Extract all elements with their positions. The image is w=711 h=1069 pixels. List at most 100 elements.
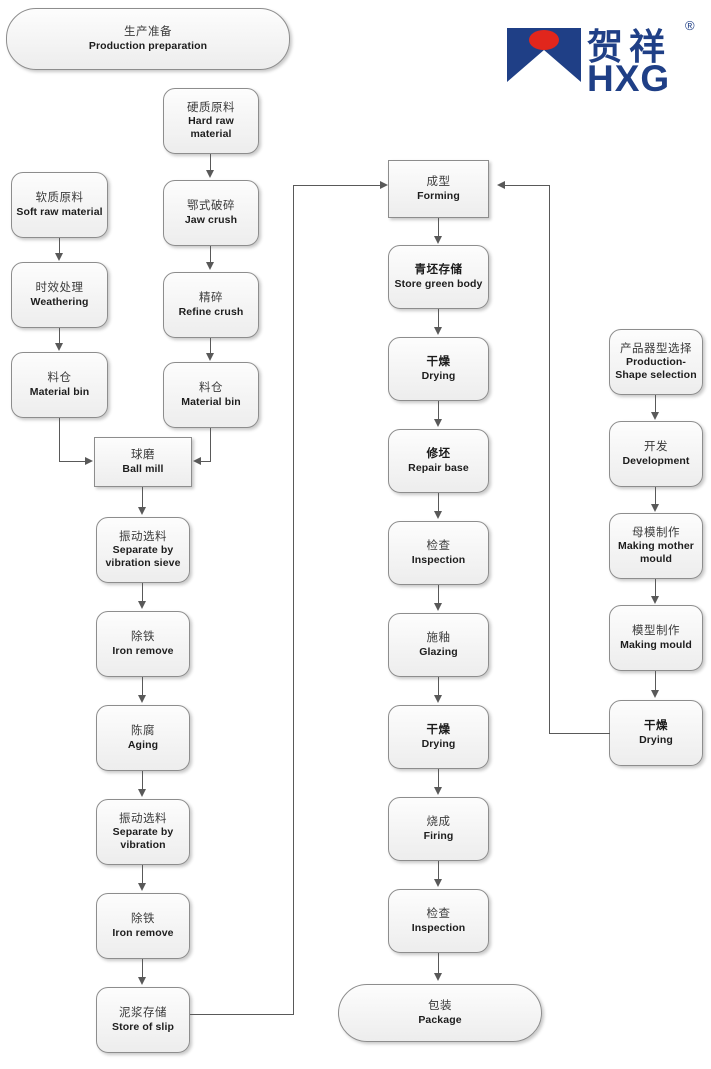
arrowhead-down-icon — [434, 787, 442, 795]
node-development: 开发 Development — [609, 421, 703, 487]
node-en-label: Package — [418, 1013, 462, 1026]
node-separate-by-vibration-sieve: 振动选料 Separate by vibration sieve — [96, 517, 190, 583]
node-making-mother-mould: 母模制作 Making mother mould — [609, 513, 703, 579]
edge-drying1-to-repairbase — [438, 401, 440, 420]
node-en-label: Drying — [421, 737, 456, 750]
node-glazing: 施釉 Glazing — [388, 613, 489, 677]
node-cn-label: 泥浆存储 — [119, 1007, 167, 1020]
node-en-label: Making mother mould — [618, 540, 694, 565]
arrowhead-down-icon — [206, 170, 214, 178]
node-cn-label: 振动选料 — [119, 530, 167, 543]
node-drying-mould: 干燥 Drying — [609, 700, 703, 766]
arrowhead-down-icon — [434, 695, 442, 703]
edge-materialbinright-to-ballmill-v — [210, 428, 212, 462]
node-en-label: Iron remove — [112, 926, 174, 939]
node-material-bin-right: 料仓 Material bin — [163, 362, 259, 428]
node-cn-label: 施釉 — [426, 632, 451, 645]
arrowhead-down-icon — [206, 353, 214, 361]
node-en-label: Production-Shape selection — [615, 356, 697, 381]
edge-softraw-to-weathering — [59, 238, 61, 254]
node-en-label: Production preparation — [88, 39, 208, 52]
edge-ironremove2-to-storeofslip — [142, 959, 144, 979]
node-production-preparation: 生产准备 Production preparation — [6, 8, 290, 70]
edge-separatevibration-to-ironremove2 — [142, 865, 144, 885]
edge-materialbinleft-to-ballmill-h — [59, 461, 86, 463]
arrowhead-down-icon — [434, 603, 442, 611]
arrowhead-down-icon — [138, 507, 146, 515]
node-en-label: Making mould — [620, 638, 692, 651]
node-soft-raw-material: 软质原料 Soft raw material — [11, 172, 108, 238]
edge-aging-to-separatevibration — [142, 771, 144, 791]
node-en-label: Inspection — [411, 921, 466, 934]
node-en-label: Separate by vibration sieve — [105, 544, 181, 569]
arrowhead-down-icon — [434, 511, 442, 519]
node-cn-label: 干燥 — [644, 720, 668, 733]
arrowhead-down-icon — [651, 412, 659, 420]
edge-hardraw-to-jawcrush — [210, 154, 212, 172]
node-cn-label: 干燥 — [426, 356, 451, 369]
node-cn-label: 球磨 — [131, 449, 155, 462]
node-cn-label: 包装 — [428, 1000, 452, 1013]
arrowhead-down-icon — [651, 504, 659, 512]
node-en-label: Repair base — [408, 461, 469, 474]
node-ball-mill: 球磨 Ball mill — [94, 437, 192, 487]
edge-storeofslip-to-forming-h1 — [190, 1014, 294, 1016]
arrowhead-down-icon — [138, 977, 146, 985]
node-cn-label: 精碎 — [199, 292, 223, 305]
node-en-label: Drying — [421, 369, 456, 382]
edge-storegreenbody-to-drying1 — [438, 309, 440, 328]
arrowhead-down-icon — [434, 973, 442, 981]
edge-inspection1-to-glazing — [438, 585, 440, 604]
arrowhead-down-icon — [434, 419, 442, 427]
node-hard-raw-material: 硬质原料 Hard raw material — [163, 88, 259, 154]
edge-ballmill-to-separatesieve — [142, 487, 144, 508]
node-store-green-body: 青坯存储 Store green body — [388, 245, 489, 309]
node-en-label: Aging — [127, 738, 159, 751]
node-package: 包装 Package — [338, 984, 542, 1042]
edge-dryingmould-to-forming-h2 — [505, 185, 550, 187]
edge-dryingmould-to-forming-h1 — [549, 733, 610, 735]
node-cn-label: 陈腐 — [131, 725, 155, 738]
node-en-label: Iron remove — [112, 644, 174, 657]
arrowhead-down-icon — [434, 236, 442, 244]
registered-mark-icon: ® — [685, 18, 695, 33]
edge-storeofslip-to-forming-h2 — [293, 185, 381, 187]
arrowhead-down-icon — [434, 879, 442, 887]
node-en-label: Firing — [423, 829, 454, 842]
node-cn-label: 母模制作 — [632, 526, 680, 539]
node-iron-remove-2: 除铁 Iron remove — [96, 893, 190, 959]
edge-shapeselection-to-development — [655, 395, 657, 413]
node-cn-label: 时效处理 — [35, 282, 84, 295]
edge-materialbinleft-to-ballmill-v — [59, 418, 61, 462]
node-cn-label: 干燥 — [426, 724, 451, 737]
edge-separatesieve-to-ironremove1 — [142, 583, 144, 603]
edge-ironremove1-to-aging — [142, 677, 144, 697]
edge-firing-to-inspection2 — [438, 861, 440, 880]
node-store-of-slip: 泥浆存储 Store of slip — [96, 987, 190, 1053]
logo-chinese-name: 贺祥 — [587, 27, 672, 68]
node-cn-label: 料仓 — [47, 372, 72, 385]
arrowhead-down-icon — [651, 690, 659, 698]
hxg-monogram-icon — [507, 28, 581, 82]
node-firing: 烧成 Firing — [388, 797, 489, 861]
arrowhead-down-icon — [138, 695, 146, 703]
arrowhead-down-icon — [434, 327, 442, 335]
node-cn-label: 振动选料 — [119, 812, 167, 825]
arrowhead-down-icon — [138, 601, 146, 609]
node-en-label: Soft raw material — [16, 205, 103, 218]
node-cn-label: 鄂式破碎 — [187, 200, 235, 213]
node-repair-base: 修坯 Repair base — [388, 429, 489, 493]
node-weathering: 时效处理 Weathering — [11, 262, 108, 328]
node-jaw-crush: 鄂式破碎 Jaw crush — [163, 180, 259, 246]
node-cn-label: 硬质原料 — [187, 101, 235, 114]
node-en-label: Forming — [417, 189, 460, 202]
edge-glazing-to-drying2 — [438, 677, 440, 696]
node-en-label: Store of slip — [112, 1020, 174, 1033]
node-forming: 成型 Forming — [388, 160, 489, 218]
edge-drying2-to-firing — [438, 769, 440, 788]
node-cn-label: 产品器型选择 — [620, 342, 692, 355]
node-en-label: Inspection — [411, 553, 466, 566]
node-aging: 陈腐 Aging — [96, 705, 190, 771]
node-en-label: Ball mill — [122, 462, 164, 475]
node-en-label: Hard raw material — [188, 115, 234, 140]
